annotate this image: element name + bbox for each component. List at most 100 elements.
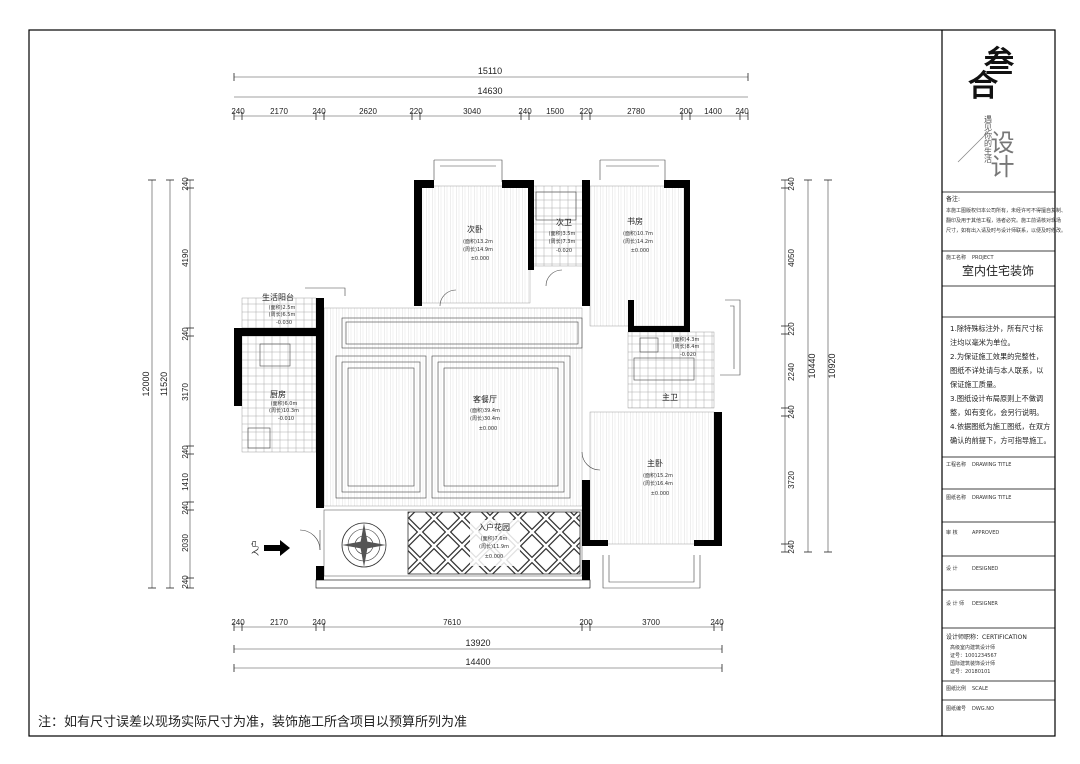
dim-left-seg: 4190 <box>181 249 190 267</box>
dim-left-seg: 240 <box>181 575 190 589</box>
note-line: 4.依据图纸为施工图纸，在双方 <box>950 422 1050 431</box>
room-name: 书房 <box>627 216 643 226</box>
cert-line: 证号：1001234567 <box>950 652 997 659</box>
room-name: 次卧 <box>467 224 483 234</box>
field-label: 工程名称 <box>946 461 966 468</box>
floor-utility-balcony <box>241 297 317 329</box>
floor-master-bedroom <box>589 411 715 545</box>
dim-left-seg: 240 <box>181 177 190 191</box>
dim-bottom-seg: 2170 <box>270 618 288 627</box>
field-value: DESIGNER <box>972 601 998 607</box>
dim-top-seg: 220 <box>409 107 423 116</box>
note-line: 整，如有变化，会另行说明。 <box>950 408 1043 417</box>
cert-line: 高级室内建筑设计师 <box>950 644 995 651</box>
dim-top-seg: 240 <box>231 107 245 116</box>
room-perimeter: (周长)7.3m <box>549 238 576 245</box>
dim-bottom-overall: 14400 <box>465 657 490 667</box>
room-level: ±0.000 <box>485 554 504 560</box>
room-perimeter: (周长)11.9m <box>479 543 509 550</box>
dim-left-seg: 1410 <box>181 473 190 491</box>
floor-medallion <box>341 522 387 568</box>
project-code: PROJECT <box>972 255 995 261</box>
room-area: (面积)13.2m <box>463 238 493 245</box>
footnote: 注：如有尺寸误差以现场实际尺寸为准，装饰施工所含项目以预算所列为准 <box>38 714 467 730</box>
dim-top-subtotal: 14630 <box>477 86 502 96</box>
room-area: (面积)3.5m <box>549 230 576 237</box>
dim-top-seg: 2780 <box>627 107 645 116</box>
room-level: -0.030 <box>276 320 292 326</box>
entry-label: 入户 <box>250 540 260 556</box>
dim-top-seg: 240 <box>312 107 326 116</box>
walls <box>234 180 722 589</box>
room-level: -0.010 <box>278 416 294 422</box>
floor-living-dining <box>323 307 583 507</box>
field-label: 图纸名称 <box>946 494 966 501</box>
room-kitchen: 厨房 (面积)6.0m (周长)10.3m -0.010 <box>269 389 299 422</box>
doors <box>299 269 601 551</box>
room-perimeter: (周长)16.4m <box>643 480 673 487</box>
room-name: 厨房 <box>270 389 286 399</box>
design-notes: 1.除特殊标注外，所有尺寸标 注均以毫米为单位。 2.为保证施工效果的完整性， … <box>950 324 1051 445</box>
room-area: (面积)10.7m <box>623 230 653 237</box>
room-level: -0.020 <box>680 352 696 358</box>
dimension-left: 12000 11520 240 4190 240 3170 240 1410 2… <box>141 177 194 589</box>
room-perimeter: (周长)6.5m <box>269 311 296 318</box>
room-master-bath: 主卫 (面积)4.3m (周长)8.4m -0.020 <box>662 336 699 402</box>
note-line: 图纸不详处请与本人联系，以 <box>950 366 1043 375</box>
floor-plan: 入户 次卧 (面积)13.2m (周长)14.9m ±0.000 次卫 (面积)… <box>234 159 741 589</box>
logo-word: 设计 <box>986 130 1014 178</box>
remarks-line: 尺寸，如有出入请及时与设计师联系，以便及时修改。 <box>946 227 1066 234</box>
room-name: 入户花园 <box>478 522 510 532</box>
room-name: 主卫 <box>662 392 678 402</box>
field-label: 设 计 <box>946 565 958 572</box>
room-area: (面积)4.3m <box>673 336 700 343</box>
remarks-line: 翻印及用于其他工程，违者必究。施工前请核对现场 <box>946 217 1061 224</box>
field-label: 图纸比例 <box>946 685 966 692</box>
dim-right-seg: 240 <box>787 177 796 191</box>
dimension-top: 15110 14630 240 2170 240 2620 220 3040 2… <box>231 66 749 120</box>
dim-bottom-seg: 3700 <box>642 618 660 627</box>
dim-top-seg: 200 <box>679 107 693 116</box>
room-perimeter: (周长)10.3m <box>269 407 299 414</box>
dim-bottom-seg: 200 <box>579 618 593 627</box>
living-room-outlines <box>335 317 583 499</box>
room-bedroom2: 次卧 (面积)13.2m (周长)14.9m ±0.000 <box>463 224 493 262</box>
floor-bathroom2 <box>529 185 585 267</box>
note-line: 3.图纸设计布局原则上不做调 <box>950 394 1043 403</box>
dim-top-overall: 15110 <box>478 66 502 76</box>
floor-master-bath <box>627 331 715 409</box>
logo-glyph-top: 叁 <box>984 45 1015 80</box>
room-master-bedroom: 主卧 (面积)15.2m (周长)16.4m ±0.000 <box>643 458 673 497</box>
dim-top-seg: 3040 <box>463 107 481 116</box>
dim-right-seg: 240 <box>787 405 796 419</box>
dim-top-seg: 240 <box>518 107 532 116</box>
note-line: 确认的前提下，方可指导施工。 <box>950 436 1051 445</box>
note-line: 2.为保证施工效果的完整性， <box>950 352 1043 361</box>
dim-top-seg: 220 <box>579 107 593 116</box>
room-name: 客餐厅 <box>473 394 497 404</box>
dim-bottom-seg: 240 <box>231 618 245 627</box>
dim-top-seg: 2170 <box>270 107 288 116</box>
room-area: (面积)15.2m <box>643 472 673 479</box>
room-name: 主卧 <box>647 458 663 468</box>
dim-bottom-seg: 240 <box>312 618 326 627</box>
dim-right-seg: 2240 <box>787 363 796 381</box>
note-line: 保证施工质量。 <box>950 380 1000 389</box>
cert-line: 证号：20180101 <box>950 668 990 675</box>
room-name: 生活阳台 <box>262 292 294 302</box>
room-living-dining: 客餐厅 (面积)39.4m (周长)30.4m ±0.000 <box>470 394 500 432</box>
logo-glyph-bottom: 合 <box>968 69 998 104</box>
field-label: 审 核 <box>946 529 958 536</box>
entry-arrow-icon <box>264 540 290 556</box>
project-name: 室内住宅装饰 <box>962 263 1034 278</box>
note-line: 注均以毫米为单位。 <box>950 338 1015 347</box>
floor-bedroom2 <box>419 185 531 304</box>
dimension-right: 240 4050 220 2240 240 3720 240 10440 109… <box>781 177 837 554</box>
room-area: (面积)2.5m <box>269 304 296 311</box>
dim-right-seg: 240 <box>787 540 796 554</box>
field-value: DWG.NO <box>972 706 994 712</box>
room-level: ±0.000 <box>651 491 670 497</box>
dim-top-seg: 1500 <box>546 107 564 116</box>
remarks-line: 本施工图版权归本公司所有，未经许可不得擅自复制、 <box>946 207 1066 214</box>
field-value: DESIGNED <box>972 566 998 572</box>
